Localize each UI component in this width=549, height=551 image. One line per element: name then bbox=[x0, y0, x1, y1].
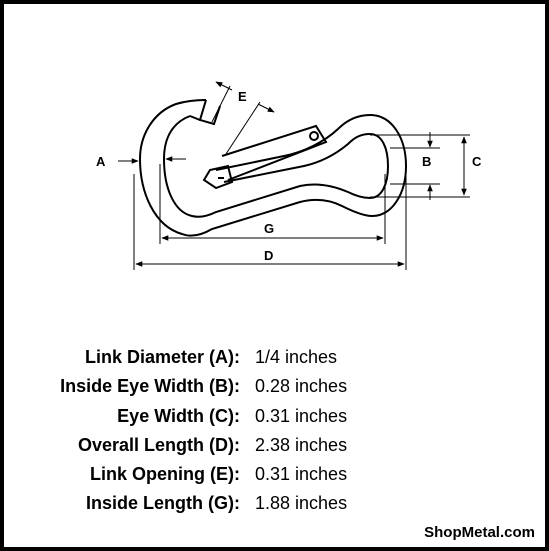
carabiner-drawing bbox=[118, 81, 470, 270]
diagram-canvas: A E B C G D Link Diameter (A): 1/4 inche… bbox=[4, 4, 545, 547]
dimension-a bbox=[118, 156, 186, 164]
brand-watermark: ShopMetal.com bbox=[424, 524, 535, 541]
spec-row-eye-width: Eye Width (C): 0.31 inches bbox=[4, 402, 545, 431]
gate bbox=[202, 124, 328, 190]
spec-label: Link Diameter (A): bbox=[84, 347, 240, 367]
spec-value: 2.38 inches bbox=[255, 434, 348, 455]
spec-label: Overall Length (D): bbox=[77, 434, 240, 455]
dimension-d bbox=[133, 174, 407, 270]
label-e: E bbox=[238, 89, 247, 104]
spec-row-inside-eye-width: Inside Eye Width (B): 0.28 inches bbox=[4, 372, 545, 401]
spec-row-overall-length: Overall Length (D): 2.38 inches bbox=[4, 431, 545, 460]
label-d: D bbox=[264, 248, 274, 263]
label-b: B bbox=[422, 154, 432, 169]
spec-row-inside-length: Inside Length (G): 1.88 inches bbox=[4, 489, 545, 518]
spec-value: 1.88 inches bbox=[255, 493, 348, 514]
label-c: C bbox=[472, 154, 482, 169]
spec-value: 0.31 inches bbox=[255, 464, 348, 485]
spec-value: 0.28 inches bbox=[255, 376, 348, 397]
spec-label: Link Opening (E): bbox=[90, 464, 240, 485]
dimension-g bbox=[159, 164, 386, 244]
spec-value: 0.31 inches bbox=[255, 405, 348, 426]
snap-hook-body bbox=[138, 99, 408, 237]
label-a: A bbox=[96, 154, 106, 169]
spec-table: Link Diameter (A): 1/4 inches Inside Eye… bbox=[4, 343, 545, 519]
spec-row-link-diameter: Link Diameter (A): 1/4 inches bbox=[4, 343, 545, 372]
spec-row-link-opening: Link Opening (E): 0.31 inches bbox=[4, 460, 545, 489]
spec-label: Eye Width (C): bbox=[117, 405, 240, 426]
spec-label: Inside Length (G): bbox=[86, 493, 240, 514]
label-g: G bbox=[264, 221, 275, 236]
spec-label: Inside Eye Width (B): bbox=[60, 376, 240, 397]
spec-value: 1/4 inches bbox=[255, 347, 338, 367]
dimension-b-c bbox=[370, 132, 470, 200]
dimension-e bbox=[211, 81, 275, 155]
